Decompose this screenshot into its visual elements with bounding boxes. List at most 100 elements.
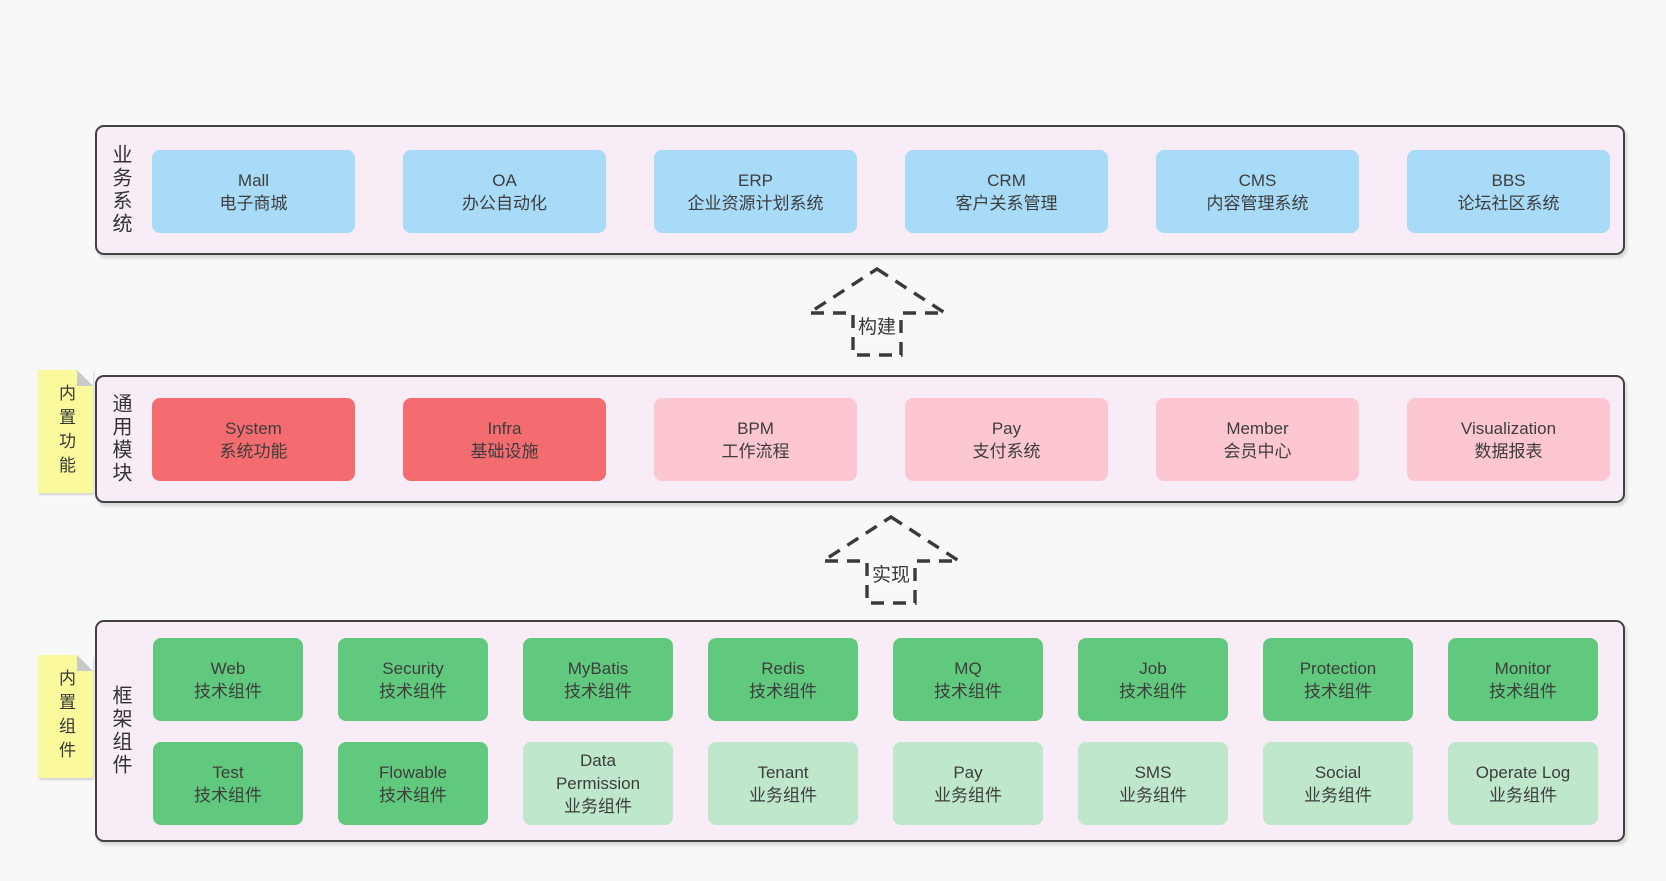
- arrow-build: 构建: [806, 266, 948, 358]
- box-subtitle: 业务组件: [934, 785, 1002, 805]
- box-name: Pay: [991, 418, 1022, 438]
- box-subtitle: 企业资源计划系统: [687, 193, 824, 213]
- box-job: Job 技术组件: [1078, 638, 1228, 721]
- box-subtitle: 业务组件: [1119, 785, 1187, 805]
- box-name: CRM: [987, 170, 1026, 190]
- box-name: BPM: [737, 418, 774, 438]
- box-social: Social 业务组件: [1263, 742, 1413, 825]
- arrow-implement: 实现: [820, 514, 962, 606]
- box-subtitle: 业务组件: [749, 785, 817, 805]
- section-label-business-systems: 业务系统: [109, 144, 131, 236]
- section-business-systems: 业务系统 Mall 电子商城 OA 办公自动化 ERP 企业资源计划系统 CRM…: [95, 125, 1625, 255]
- box-subtitle: 工作流程: [721, 441, 790, 461]
- box-name: Flowable: [378, 762, 448, 782]
- box-name: MyBatis: [567, 658, 629, 678]
- box-bbs: BBS 论坛社区系统: [1407, 150, 1610, 233]
- box-subtitle: 技术组件: [749, 681, 817, 701]
- box-bpm: BPM 工作流程: [654, 398, 857, 481]
- box-data-permission: Data Permission 业务组件: [523, 742, 673, 825]
- box-name: Pay: [953, 762, 983, 782]
- box-subtitle: 系统功能: [219, 441, 288, 461]
- box-monitor: Monitor 技术组件: [1448, 638, 1598, 721]
- box-subtitle: 技术组件: [1304, 681, 1372, 701]
- framework-components-row-2: Test 技术组件 Flowable 技术组件 Data Permission …: [153, 742, 1598, 825]
- box-mybatis: MyBatis 技术组件: [523, 638, 673, 721]
- sticky-note-built-in-features: 内置功能: [38, 370, 93, 493]
- box-name: Monitor: [1494, 658, 1552, 678]
- box-subtitle: 会员中心: [1223, 441, 1292, 461]
- box-member: Member 会员中心: [1156, 398, 1359, 481]
- box-subtitle: 技术组件: [1119, 681, 1187, 701]
- box-subtitle: 技术组件: [379, 785, 447, 805]
- box-sms: SMS 业务组件: [1078, 742, 1228, 825]
- box-name: Operate Log: [1475, 762, 1571, 782]
- box-subtitle: 技术组件: [194, 785, 262, 805]
- box-name: Data Permission: [555, 751, 641, 793]
- box-name: ERP: [738, 170, 773, 190]
- box-subtitle: 数据报表: [1474, 441, 1543, 461]
- box-name: Job: [1139, 658, 1167, 678]
- box-name: Social: [1314, 762, 1362, 782]
- box-infra: Infra 基础设施: [403, 398, 606, 481]
- box-name: Tenant: [757, 762, 809, 782]
- box-name: OA: [492, 170, 517, 190]
- box-subtitle: 论坛社区系统: [1457, 193, 1560, 213]
- box-erp: ERP 企业资源计划系统: [654, 150, 857, 233]
- box-subtitle: 客户关系管理: [955, 193, 1058, 213]
- box-subtitle: 技术组件: [564, 681, 632, 701]
- box-name: MQ: [954, 658, 982, 678]
- box-protection: Protection 技术组件: [1263, 638, 1413, 721]
- box-oa: OA 办公自动化: [403, 150, 606, 233]
- box-name: Visualization: [1460, 418, 1557, 438]
- box-subtitle: 技术组件: [934, 681, 1002, 701]
- box-flowable: Flowable 技术组件: [338, 742, 488, 825]
- sticky-note-text: 内置功能: [56, 383, 75, 480]
- box-test: Test 技术组件: [153, 742, 303, 825]
- box-name: Web: [210, 658, 246, 678]
- section-label-framework-components: 框架组件: [109, 685, 131, 777]
- sticky-note-built-in-components: 内置组件: [38, 655, 93, 778]
- box-pay-business: Pay 业务组件: [893, 742, 1043, 825]
- box-pay: Pay 支付系统: [905, 398, 1108, 481]
- box-crm: CRM 客户关系管理: [905, 150, 1108, 233]
- box-name: Mall: [237, 170, 270, 190]
- box-name: Test: [212, 762, 244, 782]
- box-system: System 系统功能: [152, 398, 355, 481]
- common-modules-row: System 系统功能 Infra 基础设施 BPM 工作流程 Pay 支付系统…: [152, 398, 1610, 481]
- box-subtitle: 业务组件: [564, 797, 632, 816]
- box-subtitle: 电子商城: [219, 193, 288, 213]
- arrow-label: 构建: [855, 312, 899, 339]
- box-subtitle: 业务组件: [1304, 785, 1372, 805]
- box-name: SMS: [1134, 762, 1172, 782]
- box-subtitle: 内容管理系统: [1206, 193, 1309, 213]
- box-name: CMS: [1238, 170, 1277, 190]
- box-tenant: Tenant 业务组件: [708, 742, 858, 825]
- box-name: BBS: [1491, 170, 1526, 190]
- box-subtitle: 技术组件: [194, 681, 262, 701]
- box-cms: CMS 内容管理系统: [1156, 150, 1359, 233]
- box-name: Infra: [487, 418, 522, 438]
- box-name: Protection: [1299, 658, 1377, 678]
- section-framework-components: 框架组件 Web 技术组件 Security 技术组件 MyBatis 技术组件…: [95, 620, 1625, 842]
- box-web: Web 技术组件: [153, 638, 303, 721]
- box-mq: MQ 技术组件: [893, 638, 1043, 721]
- sticky-note-text: 内置组件: [56, 668, 75, 765]
- box-redis: Redis 技术组件: [708, 638, 858, 721]
- section-label-common-modules: 通用模块: [109, 393, 131, 485]
- section-common-modules: 通用模块 System 系统功能 Infra 基础设施 BPM 工作流程 Pay…: [95, 375, 1625, 503]
- box-name: Security: [382, 658, 444, 678]
- box-name: Member: [1226, 418, 1289, 438]
- box-subtitle: 办公自动化: [462, 193, 547, 213]
- box-subtitle: 业务组件: [1489, 785, 1557, 805]
- box-name: Redis: [761, 658, 805, 678]
- box-operate-log: Operate Log 业务组件: [1448, 742, 1598, 825]
- box-name: System: [225, 418, 282, 438]
- box-subtitle: 技术组件: [1489, 681, 1557, 701]
- box-subtitle: 支付系统: [972, 441, 1041, 461]
- framework-components-row-1: Web 技术组件 Security 技术组件 MyBatis 技术组件 Redi…: [153, 638, 1598, 721]
- box-visualization: Visualization 数据报表: [1407, 398, 1610, 481]
- business-systems-row: Mall 电子商城 OA 办公自动化 ERP 企业资源计划系统 CRM 客户关系…: [152, 150, 1610, 233]
- arrow-label: 实现: [869, 560, 913, 587]
- box-mall: Mall 电子商城: [152, 150, 355, 233]
